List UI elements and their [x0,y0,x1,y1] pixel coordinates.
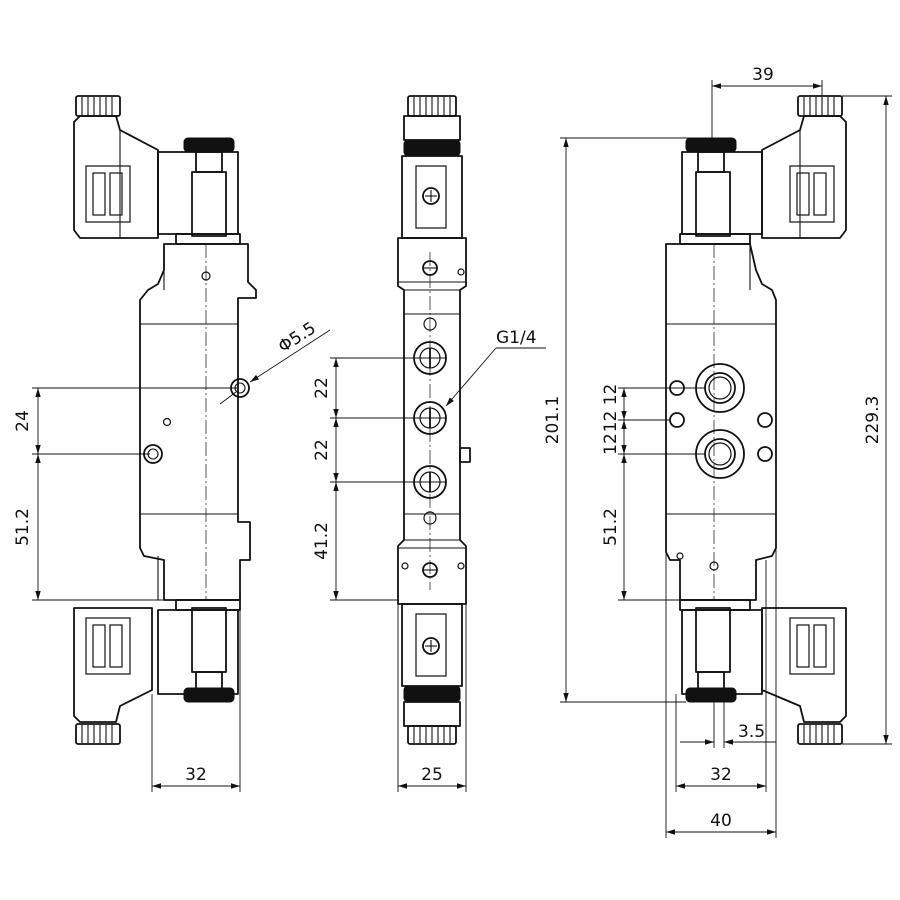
left-dim-24: 24 [13,410,33,432]
right-dim-12-12: 12 12 [601,384,621,433]
right-valve-body [665,243,777,601]
left-dim-32: 32 [185,765,207,785]
left-bottom-plug-connector [73,607,153,723]
middle-port-thread-label: G1/4 [496,328,537,348]
right-view: 39 201.1 229.3 12 12 12 51.2 [543,65,892,838]
left-horizontal-dimension: 32 [151,610,241,792]
right-dim-39-group: 39 [711,65,823,138]
left-view: 24 51.2 Φ5.5 32 [13,95,331,792]
middle-bottom-coil [401,603,463,727]
middle-top-connector-cap [407,95,457,117]
middle-dim-22-top: 22 [312,377,332,399]
right-top-plug-connector [761,115,847,239]
left-bottom-connector-cap [75,723,121,745]
middle-view: 22 22 41.2 G1/4 25 [312,95,546,792]
right-dim-39: 39 [752,65,774,85]
right-dim-3-5-group: 3.5 [680,702,776,748]
right-dim-12: 12 [601,433,621,455]
right-dim-32: 32 [710,765,732,785]
right-dim-229-3-group: 229.3 [842,95,892,745]
left-top-connector-cap [75,95,121,117]
right-top-solenoid-stem [679,137,763,245]
middle-dim-25: 25 [421,765,443,785]
right-dim-51-2: 51.2 [601,508,621,546]
left-bottom-solenoid-stem [157,599,241,703]
right-dim-40: 40 [710,811,732,831]
right-dim-40-group: 40 [665,548,777,838]
left-dim-51-2: 51.2 [13,508,33,546]
right-bottom-solenoid-stem [679,599,763,703]
left-valve-body [139,243,257,601]
right-dim-32-group: 32 [675,560,767,792]
middle-port-leader: G1/4 [445,328,546,407]
middle-valve-body [397,237,471,605]
middle-top-coil [401,115,463,239]
middle-vertical-dimensions: 22 22 41.2 [312,357,446,601]
right-dim-229-3: 229.3 [863,396,883,445]
middle-dim-41-2: 41.2 [312,522,332,560]
right-top-connector-cap [797,95,843,117]
middle-bottom-connector-cap [407,725,457,745]
right-vertical-dimensions: 12 12 12 51.2 [601,384,706,601]
right-bottom-connector-cap [797,723,843,745]
left-vertical-dimensions: 24 51.2 [13,387,238,601]
right-dim-3-5: 3.5 [738,722,765,742]
middle-dim-22-bottom: 22 [312,439,332,461]
right-bottom-plug-connector [761,607,847,723]
left-top-plug-connector [73,115,159,239]
right-dim-201-1-group: 201.1 [543,137,708,703]
left-top-solenoid-stem [157,137,241,245]
middle-horizontal-dimension: 25 [397,604,467,792]
right-dim-201-1: 201.1 [543,396,563,445]
